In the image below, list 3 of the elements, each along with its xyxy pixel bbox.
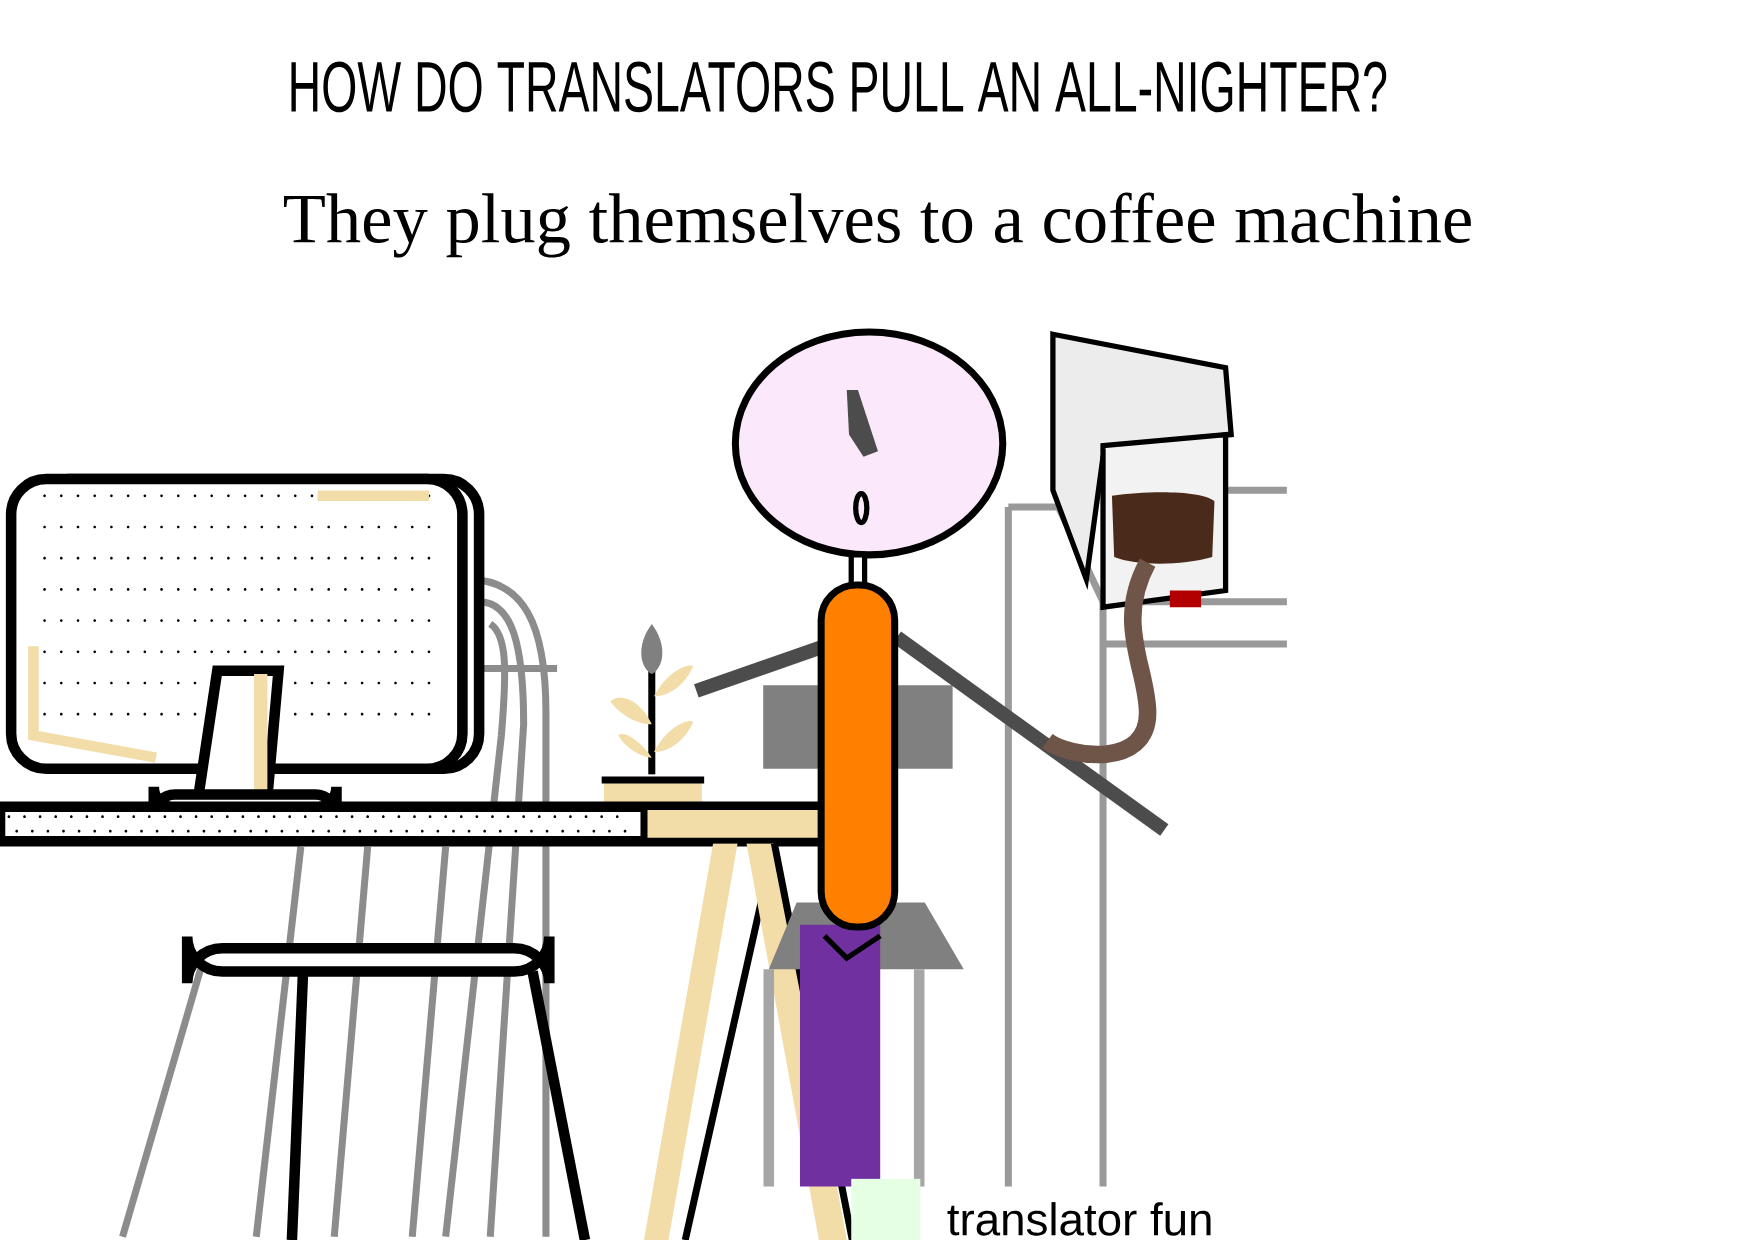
- title: HOW DO TRANSLATORS PULL AN ALL-NIGHTER?: [291, 61, 1387, 113]
- footer-label: translator fun: [947, 1202, 1211, 1236]
- subtitle: They plug themselves to a coffee machine: [284, 192, 1471, 258]
